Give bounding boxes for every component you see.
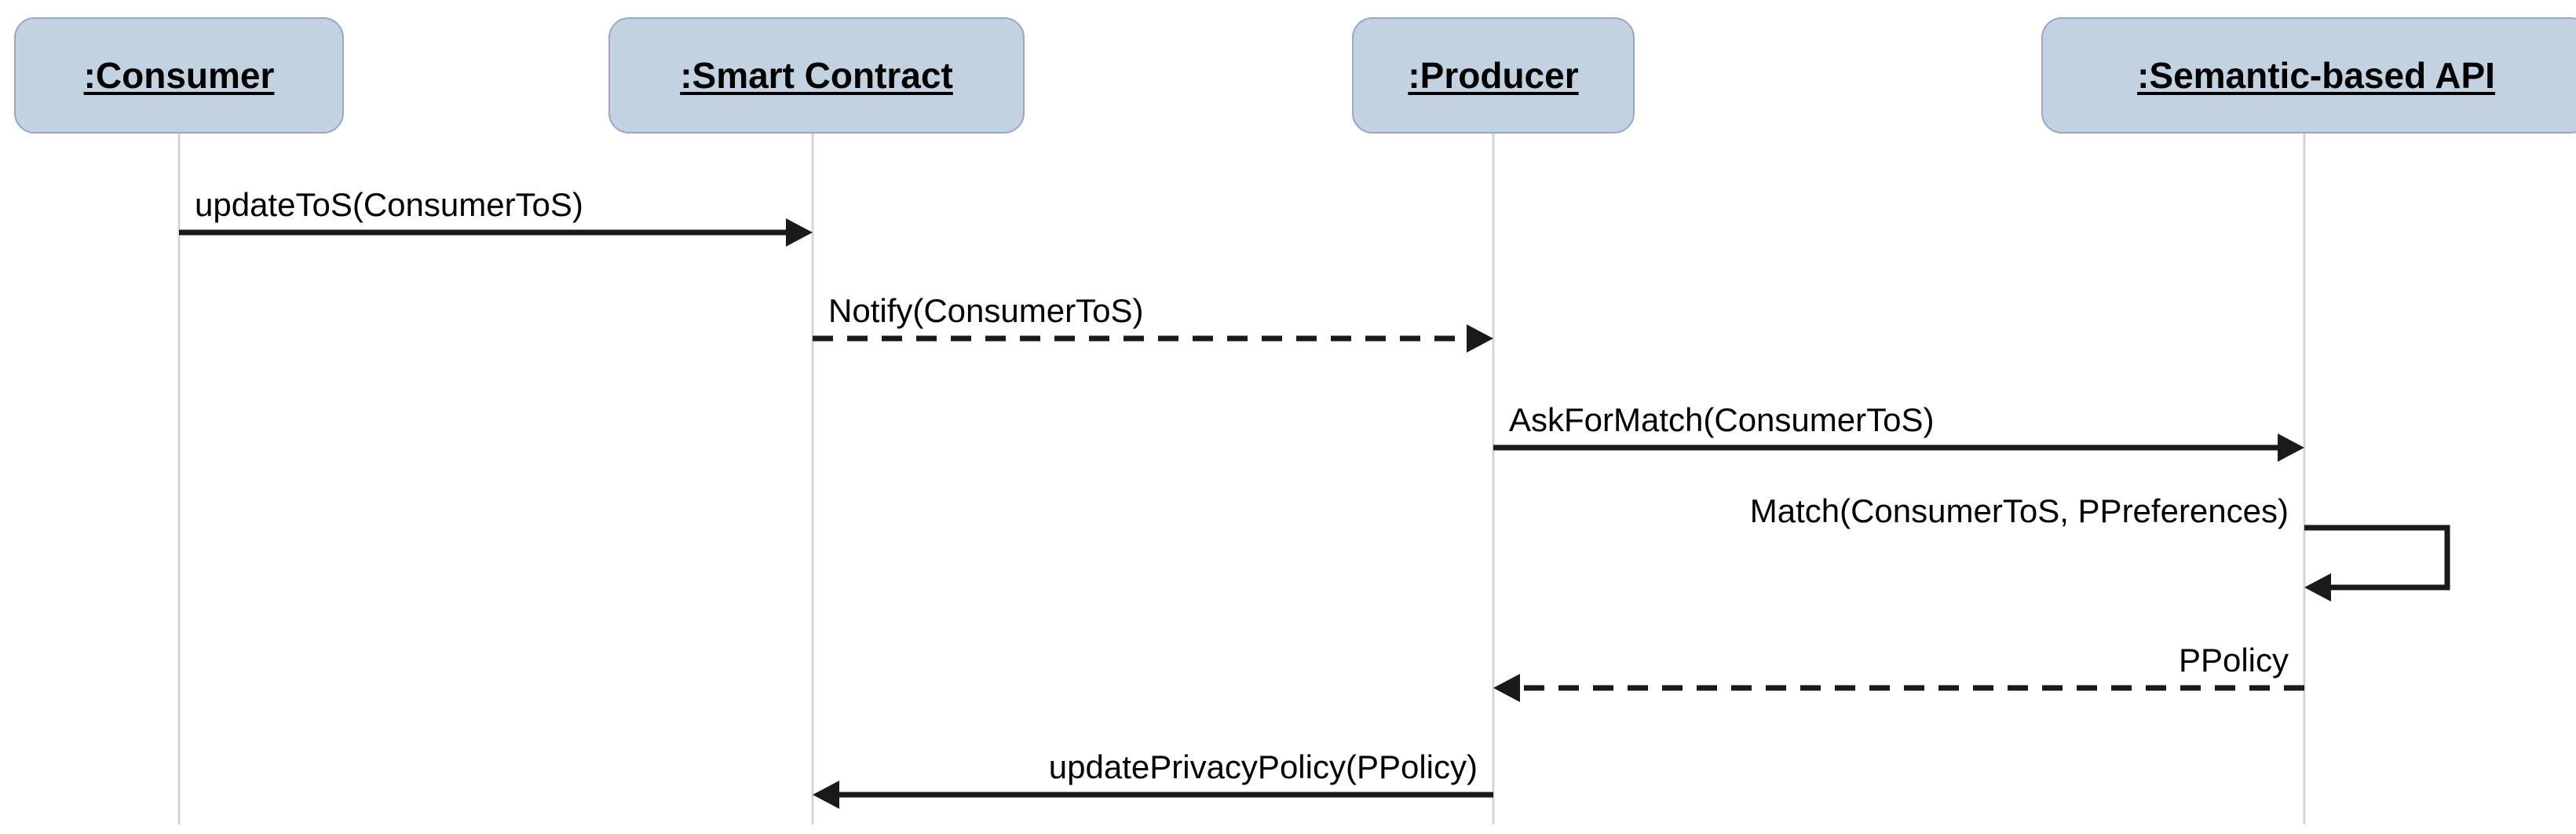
message-label-2: Notify(ConsumerToS) <box>828 292 1144 329</box>
message-2-right[interactable] <box>813 324 1493 353</box>
message-label-5: PPolicy <box>2178 642 2289 679</box>
message-4-self[interactable] <box>2304 525 2450 602</box>
message-label-6: updatePrivacyPolicy(PPolicy) <box>1048 748 1478 785</box>
message-5-left[interactable] <box>1493 674 2304 702</box>
message-label-4: Match(ConsumerToS, PPreferences) <box>1749 492 2289 529</box>
message-3-right[interactable] <box>1493 433 2304 462</box>
lifeline-lines-group <box>177 134 2306 825</box>
message-label-3: AskForMatch(ConsumerToS) <box>1509 401 1935 438</box>
lifeline-header-producer[interactable]: :Producer <box>1352 17 1635 134</box>
lifeline-header-api[interactable]: :Semantic-based API <box>2041 17 2576 134</box>
lifeline-title-producer: :Producer <box>1408 55 1579 96</box>
message-6-left[interactable] <box>813 781 1493 809</box>
lifeline-title-api: :Semantic-based API <box>2137 55 2495 96</box>
lifeline-title-contract: :Smart Contract <box>680 55 953 96</box>
lifeline-title-consumer: :Consumer <box>83 55 275 96</box>
message-label-1: updateToS(ConsumerToS) <box>195 186 583 223</box>
lifeline-header-contract[interactable]: :Smart Contract <box>608 17 1025 134</box>
message-1-right[interactable] <box>179 218 813 247</box>
lifeline-header-consumer[interactable]: :Consumer <box>14 17 344 134</box>
message-arrows-group <box>179 218 2450 809</box>
